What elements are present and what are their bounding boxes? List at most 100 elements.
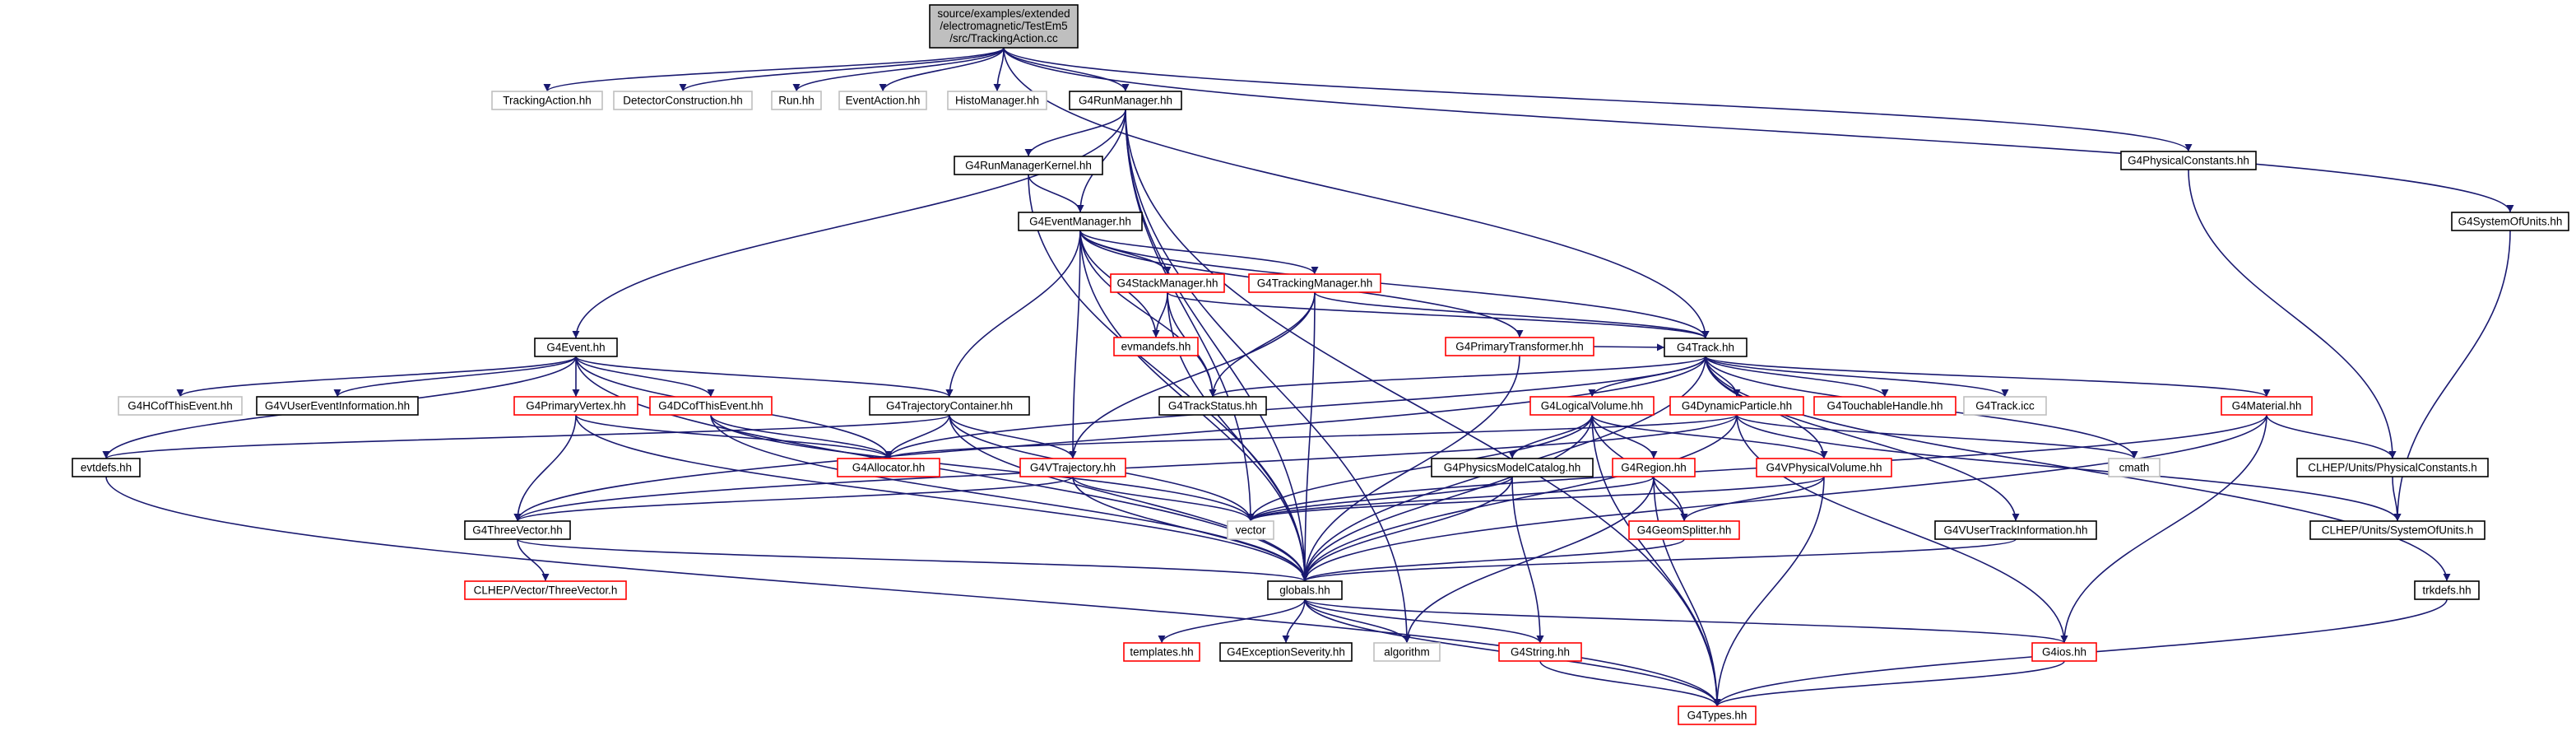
node-g4trackstatus[interactable]: G4TrackStatus.hh	[1158, 396, 1267, 416]
node-g4event[interactable]: G4Event.hh	[534, 338, 618, 357]
node-g4physicsmodelcatalog[interactable]: G4PhysicsModelCatalog.hh	[1431, 458, 1594, 477]
node-box	[1018, 212, 1143, 231]
node-label: templates.hh	[1130, 646, 1193, 659]
node-g4vphysicalvolume[interactable]: G4VPhysicalVolume.hh	[1756, 458, 1892, 477]
node-g4string[interactable]: G4String.hh	[1498, 642, 1582, 662]
node-label: evtdefs.hh	[81, 462, 132, 474]
node-box	[2108, 458, 2161, 477]
node-box	[2031, 642, 2097, 662]
edge-G4RunManagerKernel-to-G4EventManager	[1028, 174, 1084, 213]
node-g4touchablehandle[interactable]: G4TouchableHandle.hh	[1813, 396, 1956, 416]
node-box	[1227, 520, 1274, 540]
node-g4eventmanager[interactable]: G4EventManager.hh	[1018, 212, 1143, 231]
edge-G4LogicalVolume-to-G4PhysicsModelCatalog	[1508, 414, 1593, 459]
root-title-line: /electromagnetic/TestEm5	[940, 20, 1067, 32]
node-box	[1664, 338, 1748, 357]
edge-G4PhysicsModelCatalog-to-vector	[1246, 476, 1513, 522]
node-evmandefs[interactable]: evmandefs.hh	[1113, 337, 1199, 356]
edge-root-to-DetectorConstruction	[679, 47, 1005, 92]
node-g4material[interactable]: G4Material.hh	[2221, 396, 2313, 416]
node-g4runmanagerkernel[interactable]: G4RunManagerKernel.hh	[954, 156, 1103, 175]
node-g4systemofunits[interactable]: G4SystemOfUnits.hh	[2451, 212, 2569, 231]
node-box	[118, 396, 243, 416]
edge-G4ios-to-G4Types	[1713, 660, 2065, 707]
node-g4runmanager[interactable]: G4RunManager.hh	[1069, 91, 1182, 110]
node-g4stackmanager[interactable]: G4StackManager.hh	[1110, 273, 1225, 293]
node-label: G4PhysicsModelCatalog.hh	[1444, 462, 1581, 474]
node-globals[interactable]: globals.hh	[1267, 580, 1343, 600]
node-g4geomsplitter[interactable]: G4GeomSplitter.hh	[1628, 520, 1740, 540]
node-label: G4RunManagerKernel.hh	[965, 160, 1092, 172]
node-g4logicalvolume[interactable]: G4LogicalVolume.hh	[1529, 396, 1655, 416]
node-templates[interactable]: templates.hh	[1123, 642, 1200, 662]
edge-G4LogicalVolume-to-G4Region	[1591, 414, 1658, 459]
node-g4region[interactable]: G4Region.hh	[1612, 458, 1696, 477]
root-title-line: source/examples/extended	[937, 7, 1070, 20]
node-g4physicalconstants[interactable]: G4PhysicalConstants.hh	[2120, 151, 2257, 170]
node-label: cmath	[2119, 462, 2150, 474]
node-g4allocator[interactable]: G4Allocator.hh	[837, 458, 940, 477]
edge-G4Region-to-G4GeomSplitter	[1653, 476, 1688, 522]
node-label: G4SystemOfUnits.hh	[2458, 216, 2563, 228]
node-box	[771, 91, 822, 110]
node-evtdefs[interactable]: evtdefs.hh	[72, 458, 141, 477]
edge-G4DynamicParticle-to-G4ThreeVector	[513, 414, 1738, 522]
node-root: source/examples/extended/electromagnetic…	[929, 4, 1079, 49]
node-label: algorithm	[1384, 646, 1430, 659]
node-box	[2296, 458, 2489, 477]
edge-G4VUserTrackInformation-to-globals	[1301, 538, 2017, 582]
edge-globals-to-G4ExceptionSeverity	[1282, 598, 1306, 644]
node-label: G4Allocator.hh	[852, 462, 926, 474]
node-box	[1113, 337, 1199, 356]
node-label: G4TouchableHandle.hh	[1826, 400, 1942, 412]
edge-G4TrackingManager-to-G4VTrajectory	[1069, 291, 1316, 459]
node-g4vusertrackinformation[interactable]: G4VUserTrackInformation.hh	[1934, 520, 2097, 540]
edge-globals-to-templates	[1158, 598, 1306, 644]
node-g4ios[interactable]: G4ios.hh	[2031, 642, 2097, 662]
node-label: evmandefs.hh	[1121, 341, 1191, 353]
node-g4track[interactable]: G4Track.hh	[1664, 338, 1748, 357]
edge-G4EventManager-to-G4TrackingManager	[1079, 230, 1319, 275]
edge-G4Region-to-algorithm	[1403, 476, 1655, 644]
edge-G4Material-to-globals	[1301, 414, 2267, 582]
node-label: G4RunManager.hh	[1079, 95, 1172, 107]
node-label: G4VPhysicalVolume.hh	[1766, 462, 1882, 474]
node-g4exceptionseverity[interactable]: G4ExceptionSeverity.hh	[1219, 642, 1353, 662]
node-g4trackingmanager[interactable]: G4TrackingManager.hh	[1248, 273, 1381, 293]
node-box	[1813, 396, 1956, 416]
node-g4vusereventinformation[interactable]: G4VUserEventInformation.hh	[256, 396, 419, 416]
edge-root-to-G4PhysicalConstants	[1003, 47, 2193, 152]
node-label: G4String.hh	[1511, 646, 1570, 659]
edge-evtdefs-to-G4Types	[105, 476, 1721, 707]
edge-G4PhysicsModelCatalog-to-G4String	[1511, 476, 1544, 644]
node-trkdefs[interactable]: trkdefs.hh	[2414, 580, 2480, 600]
edge-G4DynamicParticle-to-globals	[1301, 414, 1738, 582]
node-g4trackicc: G4Track.icc	[1963, 396, 2047, 416]
edge-G4Event-to-G4HCofThisEvent	[176, 356, 577, 398]
node-g4dynamicparticle[interactable]: G4DynamicParticle.hh	[1669, 396, 1804, 416]
node-clhepsystemofunits[interactable]: CLHEP/Units/SystemOfUnits.h	[2309, 520, 2485, 540]
node-label: G4StackManager.hh	[1116, 277, 1218, 290]
node-g4primarytransformer[interactable]: G4PrimaryTransformer.hh	[1445, 337, 1594, 356]
edge-G4LogicalVolume-to-vector	[1246, 414, 1593, 522]
node-g4trajectorycontainer[interactable]: G4TrajectoryContainer.hh	[869, 396, 1030, 416]
node-g4vtrajectory[interactable]: G4VTrajectory.hh	[1019, 458, 1126, 477]
node-g4dcofthisevent[interactable]: G4DCofThisEvent.hh	[649, 396, 773, 416]
node-clhepthreevector[interactable]: CLHEP/Vector/ThreeVector.h	[464, 580, 627, 600]
edge-G4String-to-G4Types	[1539, 660, 1721, 707]
edge-root-to-EventAction	[879, 47, 1005, 92]
node-g4types[interactable]: G4Types.hh	[1678, 705, 1757, 725]
edge-root-to-G4SystemOfUnits	[1003, 47, 2514, 213]
node-g4primaryvertex[interactable]: G4PrimaryVertex.hh	[513, 396, 638, 416]
edge-G4TrajectoryContainer-to-G4VTrajectory	[949, 414, 1077, 459]
edge-G4Track-to-G4ThreeVector	[513, 356, 1706, 522]
node-box	[1431, 458, 1594, 477]
node-box	[2414, 580, 2480, 600]
node-clhepphysicalconstants[interactable]: CLHEP/Units/PhysicalConstants.h	[2296, 458, 2489, 477]
node-label: G4PrimaryTransformer.hh	[1455, 341, 1584, 353]
edge-G4TrajectoryContainer-to-evtdefs	[102, 414, 950, 459]
node-g4threevector[interactable]: G4ThreeVector.hh	[464, 520, 571, 540]
node-box	[1678, 705, 1757, 725]
edge-G4RunManager-to-vector	[1125, 109, 1255, 522]
